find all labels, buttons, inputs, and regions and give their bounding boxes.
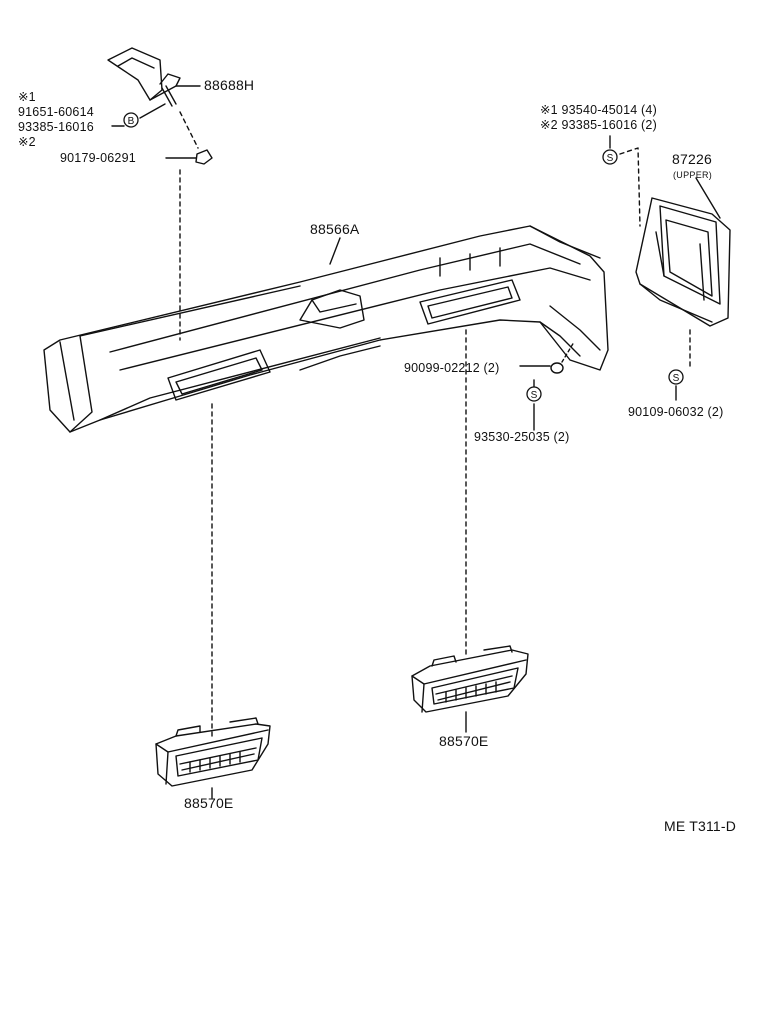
label-note2: ※2	[18, 135, 36, 149]
register-left-part	[155, 717, 271, 787]
label-screw-right: 90109-06032 (2)	[628, 405, 724, 419]
leader-upper-duct	[695, 177, 721, 219]
label-upper-duct-no: 87226	[672, 151, 712, 167]
label-note1: ※1	[18, 90, 36, 104]
dash-upper-screw	[619, 147, 641, 227]
label-right-screw-1: ※1 93540-45014 (4)	[540, 103, 657, 117]
duct-body	[43, 225, 609, 433]
dash-bracket-nut	[179, 111, 199, 149]
clip-part	[550, 362, 564, 374]
label-screw-mid: 93530-25035 (2)	[474, 430, 570, 444]
leader-b2	[139, 103, 166, 119]
nut-part	[195, 149, 213, 165]
s-mark-right: S	[673, 373, 680, 384]
label-ref-code: ME T311-D	[664, 818, 737, 834]
label-register-right: 88570E	[439, 733, 489, 749]
b-mark: B	[128, 116, 135, 127]
label-right-screw-2: ※2 93385-16016 (2)	[540, 118, 657, 132]
s-mark-top-circle	[602, 149, 618, 165]
label-bolt-b: 93385-16016	[18, 120, 94, 134]
label-upper-duct-note: (UPPER)	[673, 170, 713, 180]
label-duct: 88566A	[310, 221, 360, 237]
s-mark-top: S	[607, 153, 614, 164]
label-bolt-a: 91651-60614	[18, 105, 94, 119]
register-right-part	[411, 645, 529, 713]
s-mark-right-circle	[668, 369, 684, 385]
label-nut: 90179-06291	[60, 151, 136, 165]
bracket-part	[107, 47, 201, 107]
b-mark-circle	[123, 112, 139, 128]
label-clip: 90099-02212 (2)	[404, 361, 500, 375]
leader-duct	[329, 237, 341, 265]
s-mark-mid-circle	[526, 386, 542, 402]
upper-duct-part	[635, 197, 731, 327]
s-mark-mid: S	[531, 390, 538, 401]
dash-clip	[561, 341, 575, 363]
label-register-left: 88570E	[184, 795, 234, 811]
label-bracket: 88688H	[204, 77, 255, 93]
